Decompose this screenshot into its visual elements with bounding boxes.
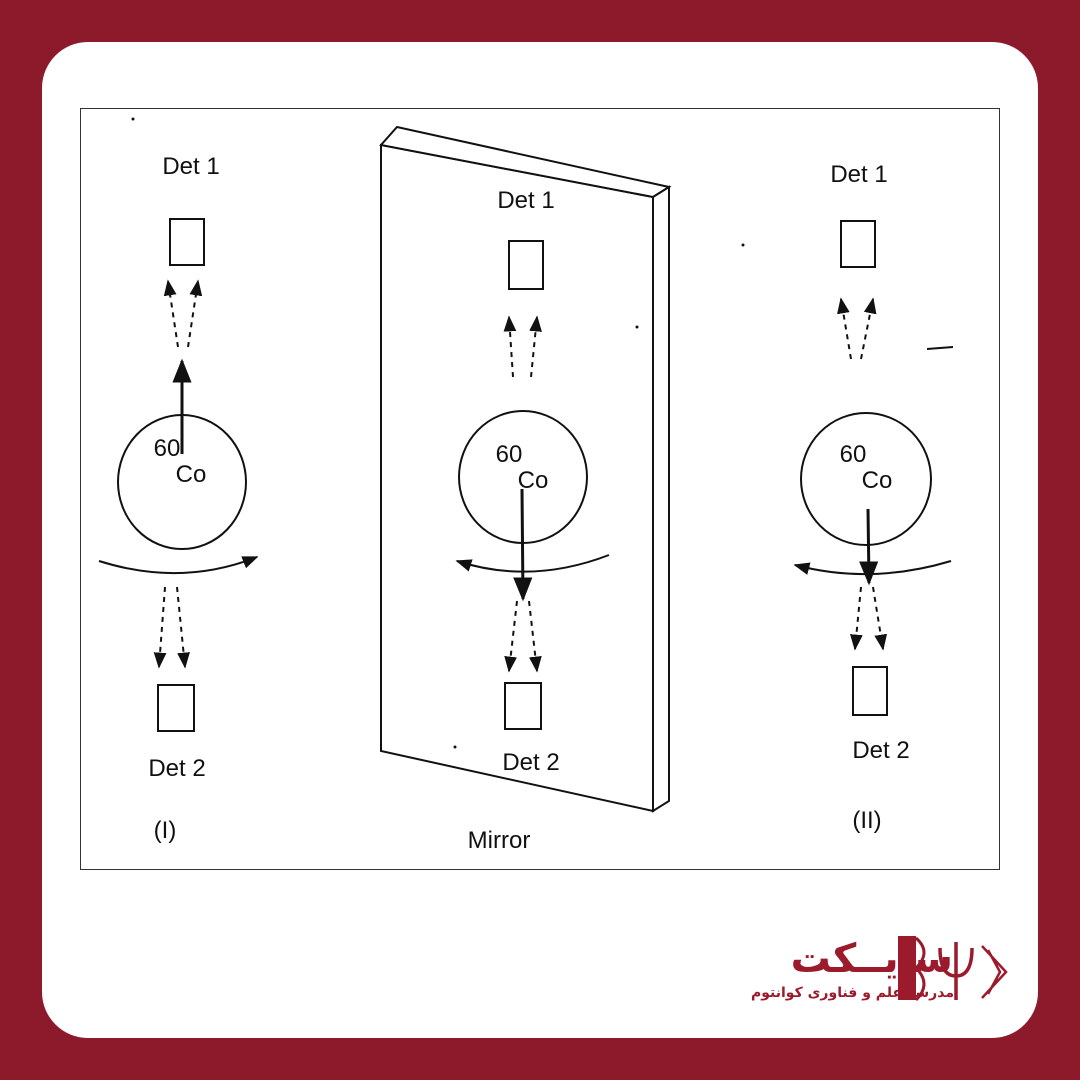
gamma-arrow bbox=[163, 279, 179, 348]
left-element-symbol: Co bbox=[175, 461, 207, 488]
center-det2-label: Det 2 bbox=[502, 749, 560, 776]
gamma-arrow bbox=[528, 600, 542, 673]
gamma-arrow bbox=[860, 297, 877, 360]
scan-specks bbox=[131, 117, 745, 749]
detector-1-box bbox=[840, 220, 876, 268]
brand-logo-icon bbox=[898, 936, 1008, 1002]
gamma-arrow bbox=[503, 315, 517, 378]
mirror-caption: Mirror bbox=[467, 827, 531, 854]
left-det1-label: Det 1 bbox=[162, 153, 220, 180]
gamma-arrow bbox=[872, 586, 888, 651]
cobalt-nucleus bbox=[800, 412, 932, 546]
detector-2-box bbox=[504, 682, 542, 730]
mirror-slab bbox=[379, 125, 672, 813]
left-mass-number: 60 bbox=[153, 435, 181, 462]
right-det2-label: Det 2 bbox=[852, 737, 910, 764]
rotation-arrow bbox=[98, 556, 259, 575]
detector-1-box bbox=[169, 218, 205, 266]
center-mass-number: 60 bbox=[495, 441, 523, 468]
gamma-arrow bbox=[187, 279, 203, 348]
gamma-arrow bbox=[837, 297, 852, 360]
rotation-arrow bbox=[793, 560, 952, 576]
center-det1-label: Det 1 bbox=[497, 187, 555, 214]
open-book-icon bbox=[981, 945, 1008, 999]
psi-icon bbox=[938, 942, 974, 1000]
setup-center bbox=[455, 240, 610, 730]
spin-arrow bbox=[513, 488, 533, 602]
left-det2-label: Det 2 bbox=[148, 755, 206, 782]
center-element-symbol: Co bbox=[517, 467, 549, 494]
left-caption: (I) bbox=[153, 817, 177, 844]
gamma-arrow bbox=[153, 586, 167, 669]
gamma-arrow bbox=[504, 600, 518, 673]
right-mass-number: 60 bbox=[839, 441, 867, 468]
right-element-symbol: Co bbox=[861, 467, 893, 494]
gamma-arrow bbox=[176, 586, 190, 669]
stray-mark bbox=[926, 346, 954, 350]
bracket-icon bbox=[913, 936, 926, 1002]
brand-name: سایــکت bbox=[790, 936, 953, 982]
book-spine-icon bbox=[898, 936, 916, 1000]
detector-1-box bbox=[508, 240, 544, 290]
gamma-arrow bbox=[529, 315, 542, 378]
parity-diagram: Det 1 60 Co Det 2 (I) Det 1 60 Co Det 2 … bbox=[80, 108, 1000, 870]
right-det1-label: Det 1 bbox=[830, 161, 888, 188]
setup-right bbox=[793, 220, 954, 716]
rotation-arrow bbox=[455, 554, 610, 573]
setup-left bbox=[98, 218, 259, 732]
diagram-drawing bbox=[98, 117, 954, 813]
detector-2-box bbox=[852, 666, 888, 716]
spin-arrow bbox=[859, 508, 879, 586]
gamma-arrow bbox=[850, 586, 863, 651]
right-caption: (II) bbox=[852, 807, 882, 834]
detector-2-box bbox=[157, 684, 195, 732]
